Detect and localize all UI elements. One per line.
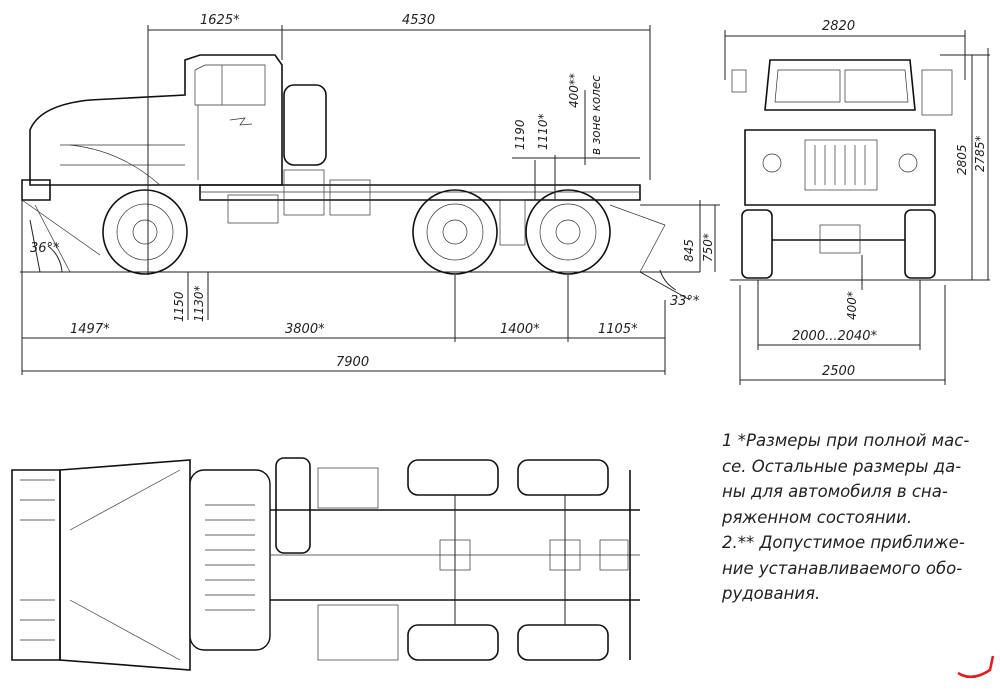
dim-1625: 1625*: [200, 13, 240, 28]
dim-track: 2000...2040*: [792, 329, 878, 344]
note-line: се. Остальные размеры да-: [722, 456, 962, 476]
dim-1150: 1150: [172, 291, 186, 322]
corner-mark: [957, 655, 995, 679]
dim-1400: 1400*: [500, 322, 540, 337]
dim-400-star: 400**: [567, 73, 581, 108]
side-view: 1625* 4530 1190 1110* 400** в зоне колес…: [20, 13, 720, 375]
note-line: 2.** Допустимое приближе-: [722, 533, 965, 552]
front-view: 2820 2805 2785* 400* 2000...2040* 2500: [724, 19, 990, 385]
dim-1190: 1190: [513, 119, 527, 150]
dim-1110: 1110*: [536, 113, 550, 150]
dim-1130: 1130*: [192, 285, 206, 322]
top-view: [11, 457, 640, 671]
front-wheel: [102, 189, 188, 275]
dim-750: 750*: [701, 233, 715, 262]
note-line: ны для автомобиля в сна-: [722, 482, 948, 501]
note-line: 1 *Размеры при полной мас-: [722, 431, 970, 450]
dim-3800: 3800*: [285, 322, 325, 337]
note-line: ние устанавливаемого обо-: [722, 558, 963, 578]
dim-2820: 2820: [822, 19, 855, 34]
dim-7900: 7900: [336, 355, 369, 370]
dim-845: 845: [682, 239, 696, 262]
dim-2785: 2785*: [973, 135, 987, 172]
dim-400-clearance: 400*: [845, 291, 859, 320]
rear-wheel-2: [525, 189, 611, 275]
wheel-zone-label: в зоне колес: [589, 75, 603, 155]
note-line: рудования.: [722, 584, 821, 603]
dim-1497: 1497*: [70, 322, 110, 337]
dim-1105: 1105*: [598, 322, 638, 337]
note-line: ряженном состоянии.: [722, 507, 913, 527]
angle-36: 36°*: [30, 241, 60, 256]
dim-2500: 2500: [822, 364, 855, 379]
notes: 1 *Размеры при полной мас- се. Остальные…: [722, 428, 992, 607]
dim-4530: 4530: [402, 13, 435, 28]
dim-2805: 2805: [955, 144, 969, 175]
rear-wheel-1: [412, 189, 498, 275]
angle-33: 33°*: [670, 294, 700, 309]
